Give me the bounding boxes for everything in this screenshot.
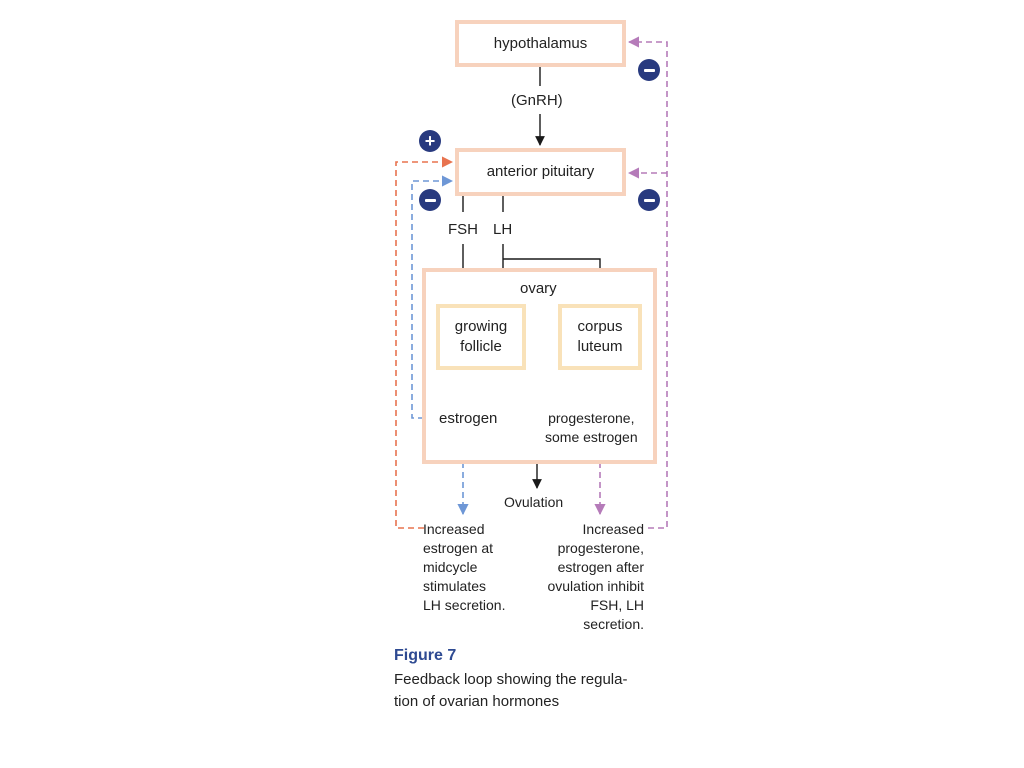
progesterone-note-line: FSH, LH xyxy=(590,597,644,613)
progesterone-label: progesterone, some estrogen xyxy=(545,409,638,447)
corpus-luteum-label-line1: corpus xyxy=(577,318,623,335)
estrogen-note: Increased estrogen at midcycle stimulate… xyxy=(423,520,505,615)
corpus-luteum-label-line2: luteum xyxy=(577,338,623,355)
growing-follicle-box: growing follicle xyxy=(436,304,526,370)
lh-label: LH xyxy=(493,221,513,238)
growing-follicle-label-line1: growing xyxy=(454,318,508,335)
figure-title: Figure 7 xyxy=(394,647,457,664)
ovulation-label: Ovulation xyxy=(504,494,564,510)
anterior-pituitary-box: anterior pituitary xyxy=(455,148,626,196)
progesterone-note-line: progesterone, xyxy=(557,540,644,556)
figure-caption-line2: tion of ovarian hormones xyxy=(394,693,560,710)
ovary-label: ovary xyxy=(520,280,557,297)
growing-follicle-label-line2: follicle xyxy=(460,338,502,355)
positive-feedback-estrogen-pituitary xyxy=(395,156,454,529)
anterior-pituitary-label: anterior pituitary xyxy=(486,163,595,180)
progesterone-label-line1: progesterone, xyxy=(548,410,635,426)
progesterone-label-line2: some estrogen xyxy=(545,429,638,445)
figure-caption-line1: Feedback loop showing the regula- xyxy=(394,671,628,688)
estrogen-note-line: Increased xyxy=(423,521,485,537)
minus-icon xyxy=(638,189,660,211)
estrogen-note-line: estrogen at xyxy=(423,540,494,556)
minus-icon xyxy=(419,189,441,211)
estrogen-note-line: midcycle xyxy=(423,559,478,575)
fsh-label: FSH xyxy=(448,221,478,238)
gnrh-label: (GnRH) xyxy=(511,92,563,109)
estrogen-label: estrogen xyxy=(439,410,498,427)
negative-feedback-progesterone-hypothalamus xyxy=(627,36,668,529)
plus-icon: + xyxy=(419,130,441,152)
progesterone-note: Increased progesterone, estrogen after o… xyxy=(524,520,644,634)
hypothalamus-box: hypothalamus xyxy=(455,20,626,67)
minus-icon xyxy=(638,59,660,81)
progesterone-note-line: estrogen after xyxy=(557,559,644,575)
estrogen-note-line: stimulates xyxy=(423,578,487,594)
estrogen-note-line: LH secretion. xyxy=(423,597,506,613)
figure-caption: Feedback loop showing the regula- tion o… xyxy=(394,669,674,713)
corpus-luteum-box: corpus luteum xyxy=(558,304,642,370)
progesterone-note-line: Increased xyxy=(582,521,644,537)
progesterone-note-line: ovulation inhibit xyxy=(547,578,644,594)
hypothalamus-label: hypothalamus xyxy=(493,34,588,52)
progesterone-note-line: secretion. xyxy=(583,616,644,632)
